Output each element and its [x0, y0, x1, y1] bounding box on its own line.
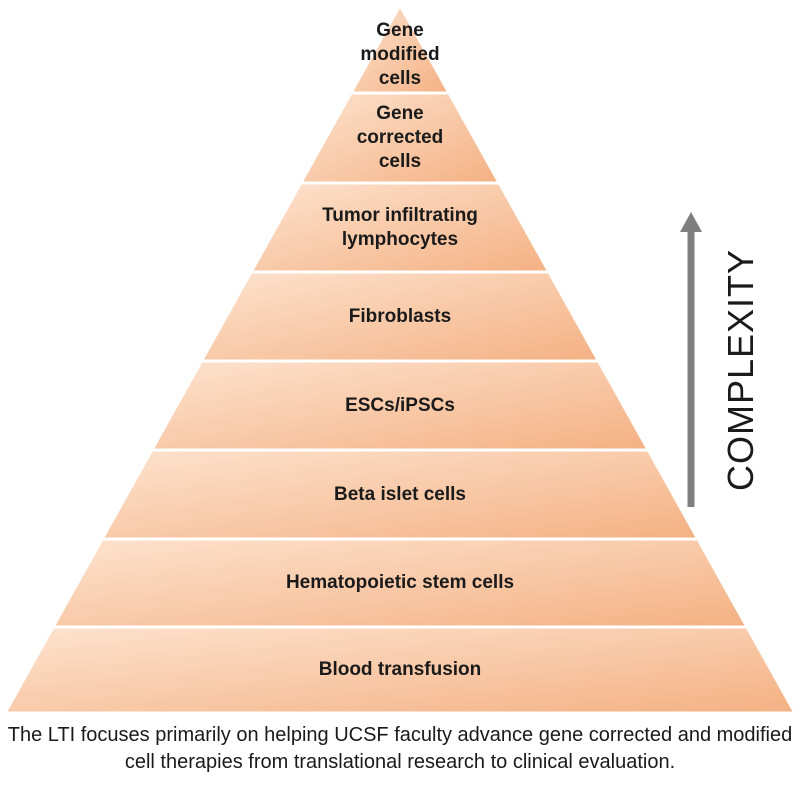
pyramid-tier-label: Tumor infiltrating lymphocytes — [322, 204, 478, 250]
pyramid-tiers — [2, 1, 798, 715]
caption: The LTI focuses primarily on helping UCS… — [7, 724, 793, 773]
pyramid-diagram — [2, 1, 798, 715]
pyramid-tier-label: Hematopoietic stem cells — [285, 572, 515, 593]
complexity-arrow — [680, 212, 702, 507]
pyramid-tier-label: Beta islet cells — [333, 483, 467, 505]
pyramid-tier-label: ESCs/iPSCs — [345, 394, 455, 416]
pyramid-tier-label: Fibroblasts — [348, 305, 452, 327]
complexity-axis-label: COMPLEXITY — [720, 248, 761, 492]
pyramid-tier-label: Gene corrected cells — [356, 103, 444, 172]
arrowhead-icon — [680, 212, 702, 232]
pyramid-tier-label: Gene modified cells — [360, 20, 440, 89]
pyramid-tier-label: Blood transfusion — [318, 659, 482, 680]
pyramid-tier-8 — [2, 625, 798, 715]
